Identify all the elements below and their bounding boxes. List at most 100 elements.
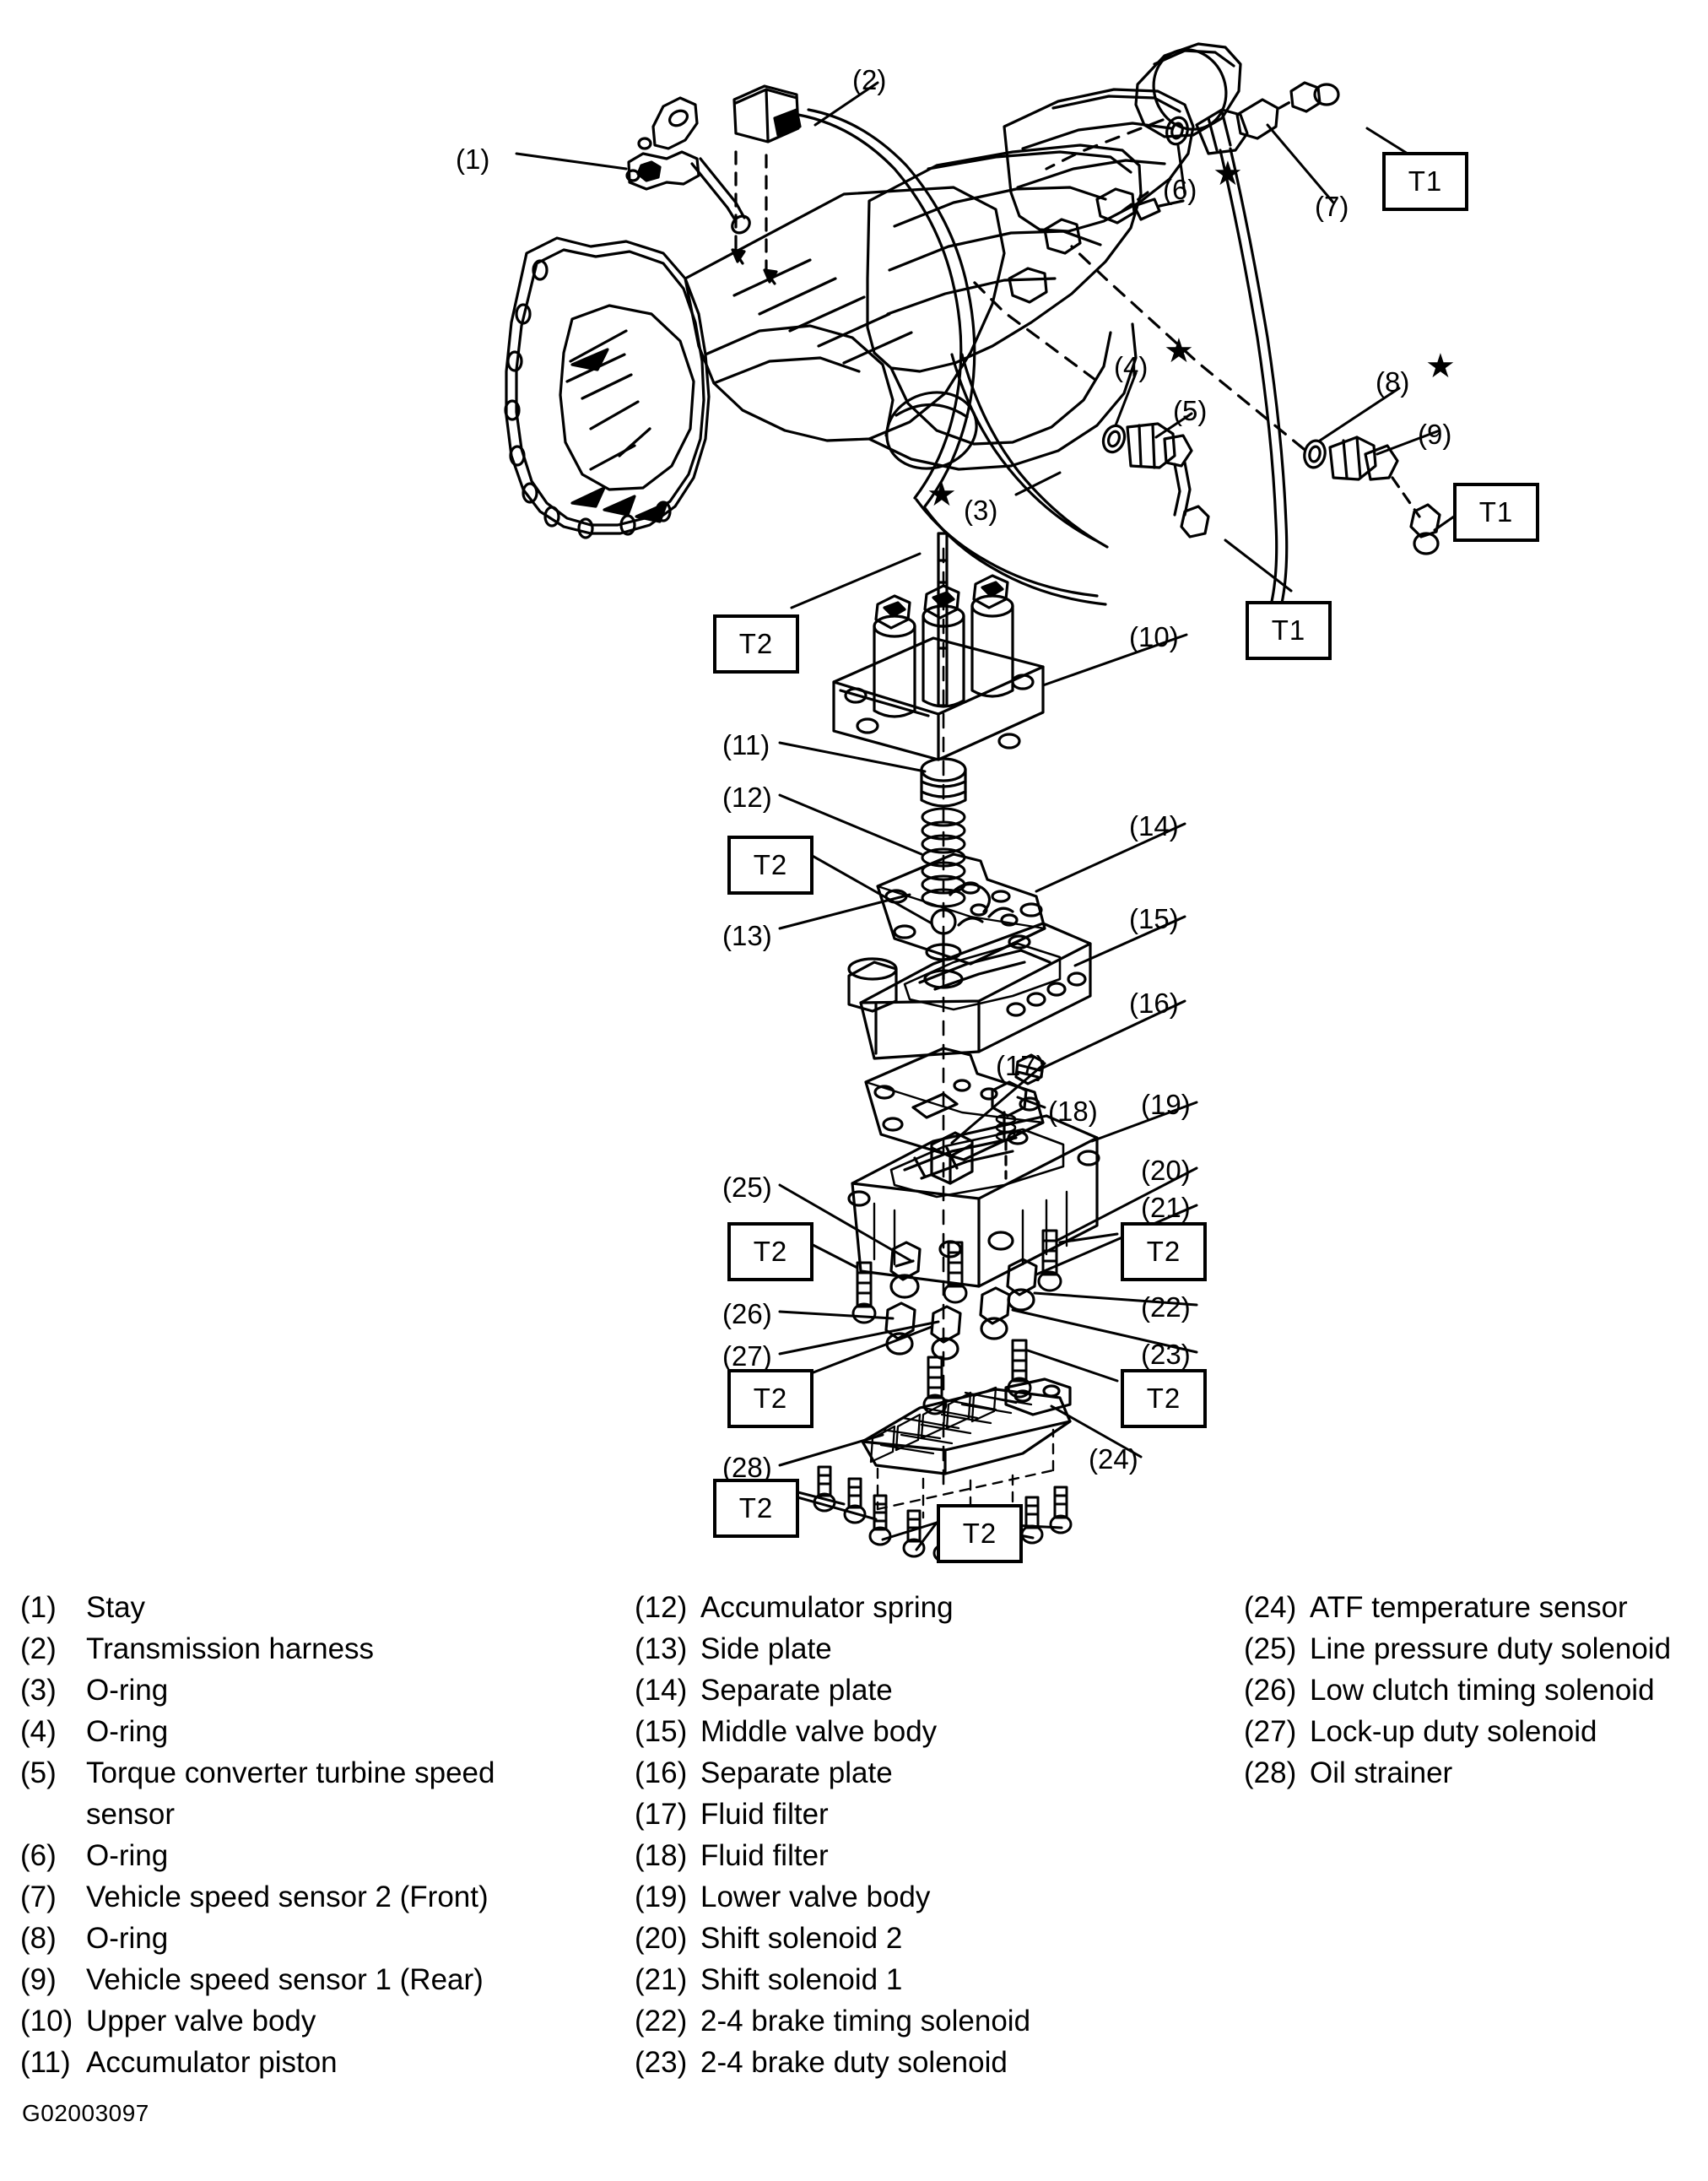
callout-23: (23)	[1141, 1339, 1191, 1370]
transmission-line-art	[504, 42, 1487, 1563]
legend-item-number: (15)	[635, 1715, 688, 1748]
callout-1: (1)	[456, 143, 490, 175]
callout-16: (16)	[1129, 988, 1179, 1019]
legend-item-label: Shift solenoid 2	[700, 1922, 903, 1955]
legend-item-label: Separate plate	[700, 1756, 893, 1789]
legend-item-label: Lower valve body	[700, 1881, 931, 1913]
figure-id-code: G02003097	[22, 2100, 149, 2126]
star-marker-icon: ★	[1425, 348, 1456, 385]
callout-24: (24)	[1089, 1443, 1138, 1475]
legend-item-label: Middle valve body	[700, 1715, 938, 1748]
parts-legend: (1)Stay(2)Transmission harness(3)O-ring(…	[0, 1587, 1708, 2127]
legend-item: (6)O-ring	[20, 1835, 611, 1876]
callout-9: (9)	[1418, 419, 1452, 450]
legend-item-number: (18)	[635, 1839, 688, 1872]
callout-26: (26)	[722, 1298, 772, 1329]
legend-item: (28) Oil strainer	[1244, 1752, 1700, 1794]
legend-item-label: 2-4 brake duty solenoid	[700, 2046, 1008, 2079]
legend-item-label: 2-4 brake timing solenoid	[700, 2005, 1031, 2038]
legend-item-label: Upper valve body	[86, 2005, 316, 2038]
legend-item-number: (23)	[635, 2046, 688, 2079]
legend-item: (8)O-ring	[20, 1918, 611, 1959]
legend-item: (12)Accumulator spring	[635, 1587, 1225, 1628]
legend-item: (20)Shift solenoid 2	[635, 1918, 1225, 1959]
legend-item: (3) O-ring	[20, 1670, 611, 1711]
legend-item-number: (24)	[1244, 1591, 1297, 1624]
callout-6: (6)	[1163, 174, 1197, 205]
legend-item-number: (14)	[635, 1674, 688, 1707]
legend-item-label: Accumulator spring	[700, 1591, 954, 1624]
callout-18: (18)	[1048, 1096, 1098, 1127]
legend-item: (9) Vehicle speed sensor 1 (Rear)	[20, 1959, 611, 2000]
legend-item-number: (26)	[1244, 1674, 1297, 1707]
callout-3: (3)	[964, 495, 998, 526]
legend-item: (24) ATF temperature sensor	[1244, 1587, 1700, 1628]
callout-21: (21)	[1141, 1192, 1191, 1223]
legend-item: (18)Fluid filter	[635, 1835, 1225, 1876]
legend-item-label: Vehicle speed sensor 1 (Rear)	[86, 1963, 484, 1996]
torque-spec-box-t2: T2	[713, 1479, 799, 1538]
torque-spec-box-t1: T1	[1246, 601, 1332, 660]
callout-14: (14)	[1129, 810, 1179, 842]
legend-item-number: (27)	[1244, 1715, 1297, 1748]
legend-item-label: Side plate	[700, 1632, 832, 1665]
torque-spec-box-t2: T2	[727, 836, 813, 895]
callout-20: (20)	[1141, 1155, 1191, 1186]
torque-spec-box-t2: T2	[1121, 1222, 1207, 1281]
legend-item-number: (22)	[635, 2005, 688, 2038]
legend-item-label: Fluid filter	[700, 1798, 829, 1831]
callout-19: (19)	[1141, 1089, 1191, 1120]
legend-column-1: (1)Stay(2)Transmission harness(3)O-ring(…	[20, 1587, 611, 2083]
legend-item-number: (21)	[635, 1963, 688, 1996]
legend-item-label: Lock-up duty solenoid	[1310, 1715, 1597, 1748]
legend-item: (22) 2-4 brake timing solenoid	[635, 2000, 1225, 2042]
callout-25: (25)	[722, 1172, 772, 1203]
legend-item-number: (25)	[1244, 1632, 1297, 1665]
legend-item-number: (19)	[635, 1881, 688, 1913]
callout-22: (22)	[1141, 1291, 1191, 1323]
legend-item: (10) Upper valve body	[20, 2000, 611, 2042]
legend-item-number: (5)	[20, 1756, 57, 1789]
torque-spec-box-t2: T2	[727, 1222, 813, 1281]
legend-item-label: Line pressure duty solenoid	[1310, 1632, 1672, 1665]
legend-column-3: (24) ATF temperature sensor (25) Line press…	[1244, 1587, 1700, 1794]
callout-13: (13)	[722, 920, 772, 951]
legend-item-label: ATF temperature sensor	[1310, 1591, 1628, 1624]
legend-item-number: (11)	[20, 2046, 71, 2079]
callout-27: (27)	[722, 1340, 772, 1372]
callout-12: (12)	[722, 782, 772, 813]
legend-item: (7)Vehicle speed sensor 2 (Front)	[20, 1876, 611, 1918]
legend-item-number: (2)	[20, 1632, 57, 1665]
legend-item-label-continued: sensor	[86, 1798, 176, 1831]
callout-2: (2)	[852, 64, 887, 95]
legend-item: (13)Side plate	[635, 1628, 1225, 1670]
legend-item: (14) Separate plate	[635, 1670, 1225, 1711]
legend-item-number: (1)	[20, 1591, 57, 1624]
legend-item-number: (9)	[20, 1963, 57, 1996]
legend-item: (5)Torque converter turbine speed	[20, 1752, 611, 1794]
callout-4: (4)	[1114, 351, 1149, 382]
legend-item-number: (28)	[1244, 1756, 1297, 1789]
legend-item-label: Separate plate	[700, 1674, 893, 1707]
legend-item-number: (3)	[20, 1674, 57, 1707]
legend-item-label: O-ring	[86, 1674, 169, 1707]
legend-item-number: (7)	[20, 1881, 57, 1913]
legend-item-number: (16)	[635, 1756, 688, 1789]
legend-item-label: Stay	[86, 1591, 146, 1624]
legend-item-number: (10)	[20, 2005, 73, 2038]
legend-item: (19) Lower valve body	[635, 1876, 1225, 1918]
torque-spec-box-t2: T2	[937, 1504, 1023, 1563]
torque-spec-box-t1: T1	[1382, 152, 1468, 211]
star-marker-icon: ★	[927, 476, 957, 513]
legend-item-label: Shift solenoid 1	[700, 1963, 903, 1996]
legend-item: (16) Separate plate	[635, 1752, 1225, 1794]
callout-7: (7)	[1315, 191, 1349, 222]
star-marker-icon: ★	[1213, 155, 1243, 192]
legend-item-label: Oil strainer	[1310, 1756, 1453, 1789]
legend-item: (1) Stay	[20, 1587, 611, 1628]
legend-item-number: (4)	[20, 1715, 57, 1748]
star-marker-icon: ★	[1164, 333, 1194, 370]
callout-10: (10)	[1129, 621, 1179, 652]
legend-item: (17) Fluid filter	[635, 1794, 1225, 1835]
legend-item-number: (17)	[635, 1798, 688, 1831]
